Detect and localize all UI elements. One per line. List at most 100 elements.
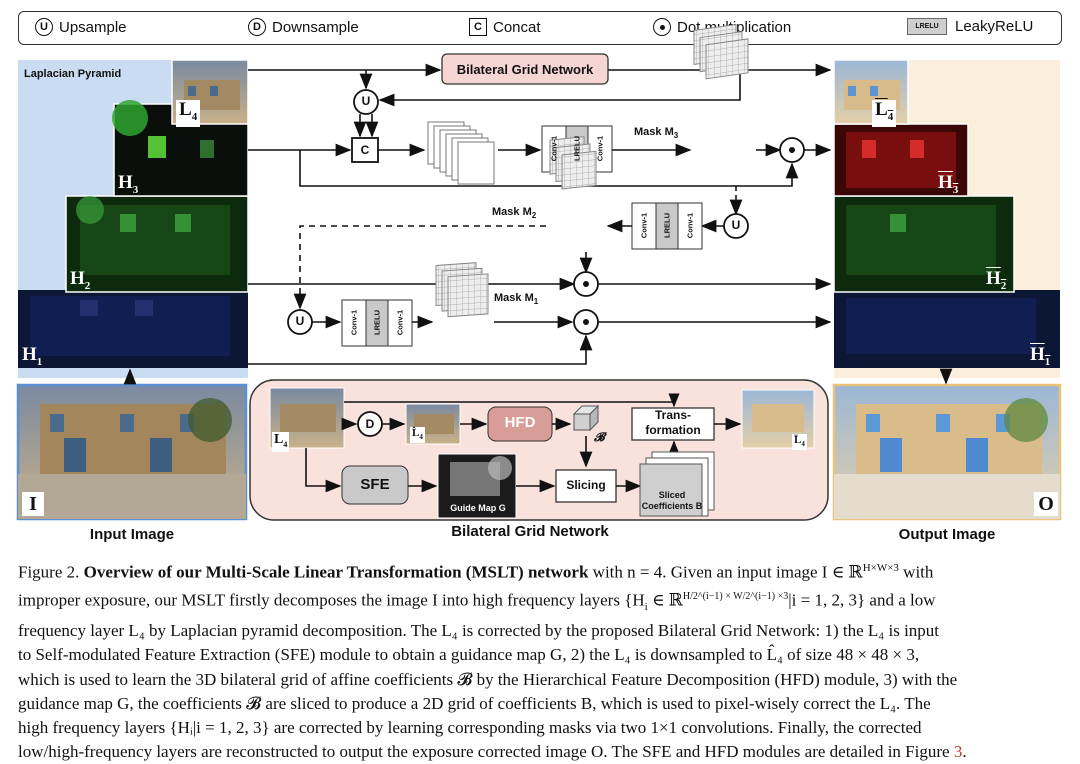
conv1-a-m2: Conv-1 bbox=[639, 212, 649, 239]
bgn-lbar-thumb bbox=[741, 389, 815, 449]
sfe-label: SFE bbox=[360, 476, 390, 493]
concat-icon: C bbox=[469, 18, 487, 36]
out-h1-label: H1 bbox=[1030, 344, 1050, 368]
b-symbol: 𝓑 bbox=[594, 430, 605, 444]
conv1-b-m2: Conv-1 bbox=[685, 212, 695, 239]
out-h2-letter: H bbox=[986, 268, 1001, 289]
h2-label: H2 bbox=[70, 268, 90, 292]
sfe-box bbox=[341, 465, 409, 505]
figure-caption: Figure 2. Overview of our Multi-Scale Li… bbox=[18, 556, 1064, 764]
mask-m1-sub: 1 bbox=[533, 297, 539, 307]
bgn-lhat-letter: L̂ bbox=[412, 427, 420, 439]
concat-node bbox=[351, 137, 379, 163]
h1-letter: H bbox=[22, 344, 37, 365]
sliced-coefficients-label: Sliced Coefficients B bbox=[641, 490, 703, 511]
out-h1-letter: H bbox=[1030, 344, 1045, 365]
bgn-l4-thumb bbox=[269, 387, 345, 449]
bgn-l4-sub: 4 bbox=[283, 439, 288, 449]
mask-m1 bbox=[435, 262, 489, 318]
h1-layer bbox=[18, 290, 248, 368]
mask-m2 bbox=[549, 136, 597, 190]
bgn-lhat-label: L̂4 bbox=[410, 427, 425, 444]
mask-m3-text: Mask M bbox=[634, 126, 674, 138]
bgn-l4-letter: L bbox=[274, 432, 284, 447]
up-node-mid-label: U bbox=[731, 218, 741, 232]
out-h1-subscript: 1 bbox=[1044, 355, 1051, 368]
dot-multiplication-icon bbox=[653, 18, 671, 36]
downsample-node-label: D bbox=[365, 417, 375, 431]
conv1-b-m1: Conv-1 bbox=[395, 309, 405, 336]
lrelu-m2: LRELU bbox=[662, 213, 672, 238]
transformation-box bbox=[631, 407, 715, 441]
h3-label: H3 bbox=[118, 172, 138, 196]
bgn-l4-label: L4 bbox=[272, 432, 290, 452]
input-image-label: Input Image bbox=[89, 526, 175, 543]
legend-upsample-label: Upsample bbox=[59, 18, 127, 36]
h2-layer bbox=[65, 195, 249, 293]
bgn-lbar-label: L̄4 bbox=[792, 434, 807, 451]
caption-line8-a: low/high-frequency layers are reconstruc… bbox=[18, 742, 954, 762]
up-node-top-label: U bbox=[361, 94, 371, 108]
bgn-lhat-sub: 4 bbox=[419, 433, 423, 442]
lrelu-m3: LRELU bbox=[572, 136, 582, 161]
output-letter: O bbox=[1034, 492, 1058, 516]
out-h1-layer bbox=[834, 290, 1060, 368]
mask-m3 bbox=[693, 23, 749, 80]
upsample-icon: U bbox=[35, 18, 53, 36]
lrelu-chip-icon: LRELU bbox=[907, 18, 947, 35]
mask-m2-label: Mask M2 bbox=[492, 206, 536, 220]
out-l4-thumbnail bbox=[833, 59, 909, 125]
diagram-svg bbox=[16, 23, 1062, 521]
l4-letter: L bbox=[179, 99, 192, 120]
legend-concat-label: Concat bbox=[493, 18, 541, 36]
concat-node-label: C bbox=[360, 143, 370, 157]
mask-m3-sub: 3 bbox=[673, 131, 679, 141]
l4-label: L4 bbox=[176, 99, 201, 127]
caption-fig-label: Figure 2. bbox=[18, 562, 80, 582]
mask-m1-text: Mask M bbox=[494, 292, 534, 304]
legend-upsample: U Upsample bbox=[35, 18, 127, 36]
out-h2-layer bbox=[833, 195, 1015, 293]
caption-line2-b: ∈ ℝ bbox=[647, 590, 683, 610]
caption-line1-sup: H×W×3 bbox=[862, 562, 899, 574]
guide-map-g bbox=[437, 453, 517, 519]
caption-line8-b: . bbox=[962, 742, 967, 762]
caption-line-6: guidance map G, the coefficients 𝓑 are s… bbox=[18, 693, 931, 713]
mask-m1-label: Mask M1 bbox=[494, 292, 538, 306]
downsample-icon: D bbox=[248, 18, 266, 36]
figure: U Upsample D Downsample C Concat Dot mul… bbox=[16, 11, 1062, 543]
caption-line2-sup: H/2^(i−1) × W/2^(i−1) ×3 bbox=[682, 590, 789, 602]
caption-line-3: frequency layer L₄ by Laplacian pyramid … bbox=[18, 621, 940, 641]
caption-line-1: Figure 2. Overview of our Multi-Scale Li… bbox=[18, 556, 1064, 585]
mask-m3-label: Mask M3 bbox=[634, 126, 678, 140]
bgn-title: Bilateral Grid Network bbox=[451, 523, 609, 540]
caption-line-4: to Self-modulated Feature Extraction (SF… bbox=[18, 645, 920, 665]
out-h2-subscript: 2 bbox=[1000, 279, 1007, 292]
caption-line-8: low/high-frequency layers are reconstruc… bbox=[18, 740, 1064, 764]
out-h3-subscript: 3 bbox=[952, 183, 959, 196]
out-l4-letter: L bbox=[875, 99, 888, 120]
mask-m2-sub: 2 bbox=[531, 211, 537, 221]
out-l4-subscript: 4 bbox=[887, 110, 894, 123]
caption-line-2: improper exposure, our MSLT firstly deco… bbox=[18, 590, 936, 613]
input-image bbox=[16, 383, 248, 521]
upsample-node-top bbox=[353, 89, 379, 115]
out-h2-label: H2 bbox=[986, 268, 1006, 292]
h2-letter: H bbox=[70, 268, 85, 289]
out-h3-letter: H bbox=[938, 172, 953, 193]
h1-label: H1 bbox=[22, 344, 42, 368]
sliced-coefficients-b bbox=[639, 451, 715, 517]
bgn-lbar-letter: L̄ bbox=[794, 434, 802, 446]
figure-3-link[interactable]: 3 bbox=[953, 742, 963, 762]
output-image bbox=[832, 383, 1062, 521]
conv1-b-m3: Conv-1 bbox=[595, 135, 605, 162]
h2-subscript: 2 bbox=[84, 279, 91, 292]
caption-line2-a: improper exposure, our MSLT firstly deco… bbox=[18, 590, 645, 610]
guide-map-label: Guide Map G bbox=[450, 503, 506, 513]
caption-line1-rest: with n = 4. Given an input image I ∈ ℝ bbox=[588, 562, 863, 582]
h3-letter: H bbox=[118, 172, 133, 193]
bgn-box bbox=[441, 53, 609, 85]
conv-block-m1 bbox=[341, 299, 413, 347]
legend-lrelu-label: LeakyReLU bbox=[955, 18, 1034, 35]
caption-line-5: which is used to learn the 3D bilateral … bbox=[18, 669, 958, 689]
